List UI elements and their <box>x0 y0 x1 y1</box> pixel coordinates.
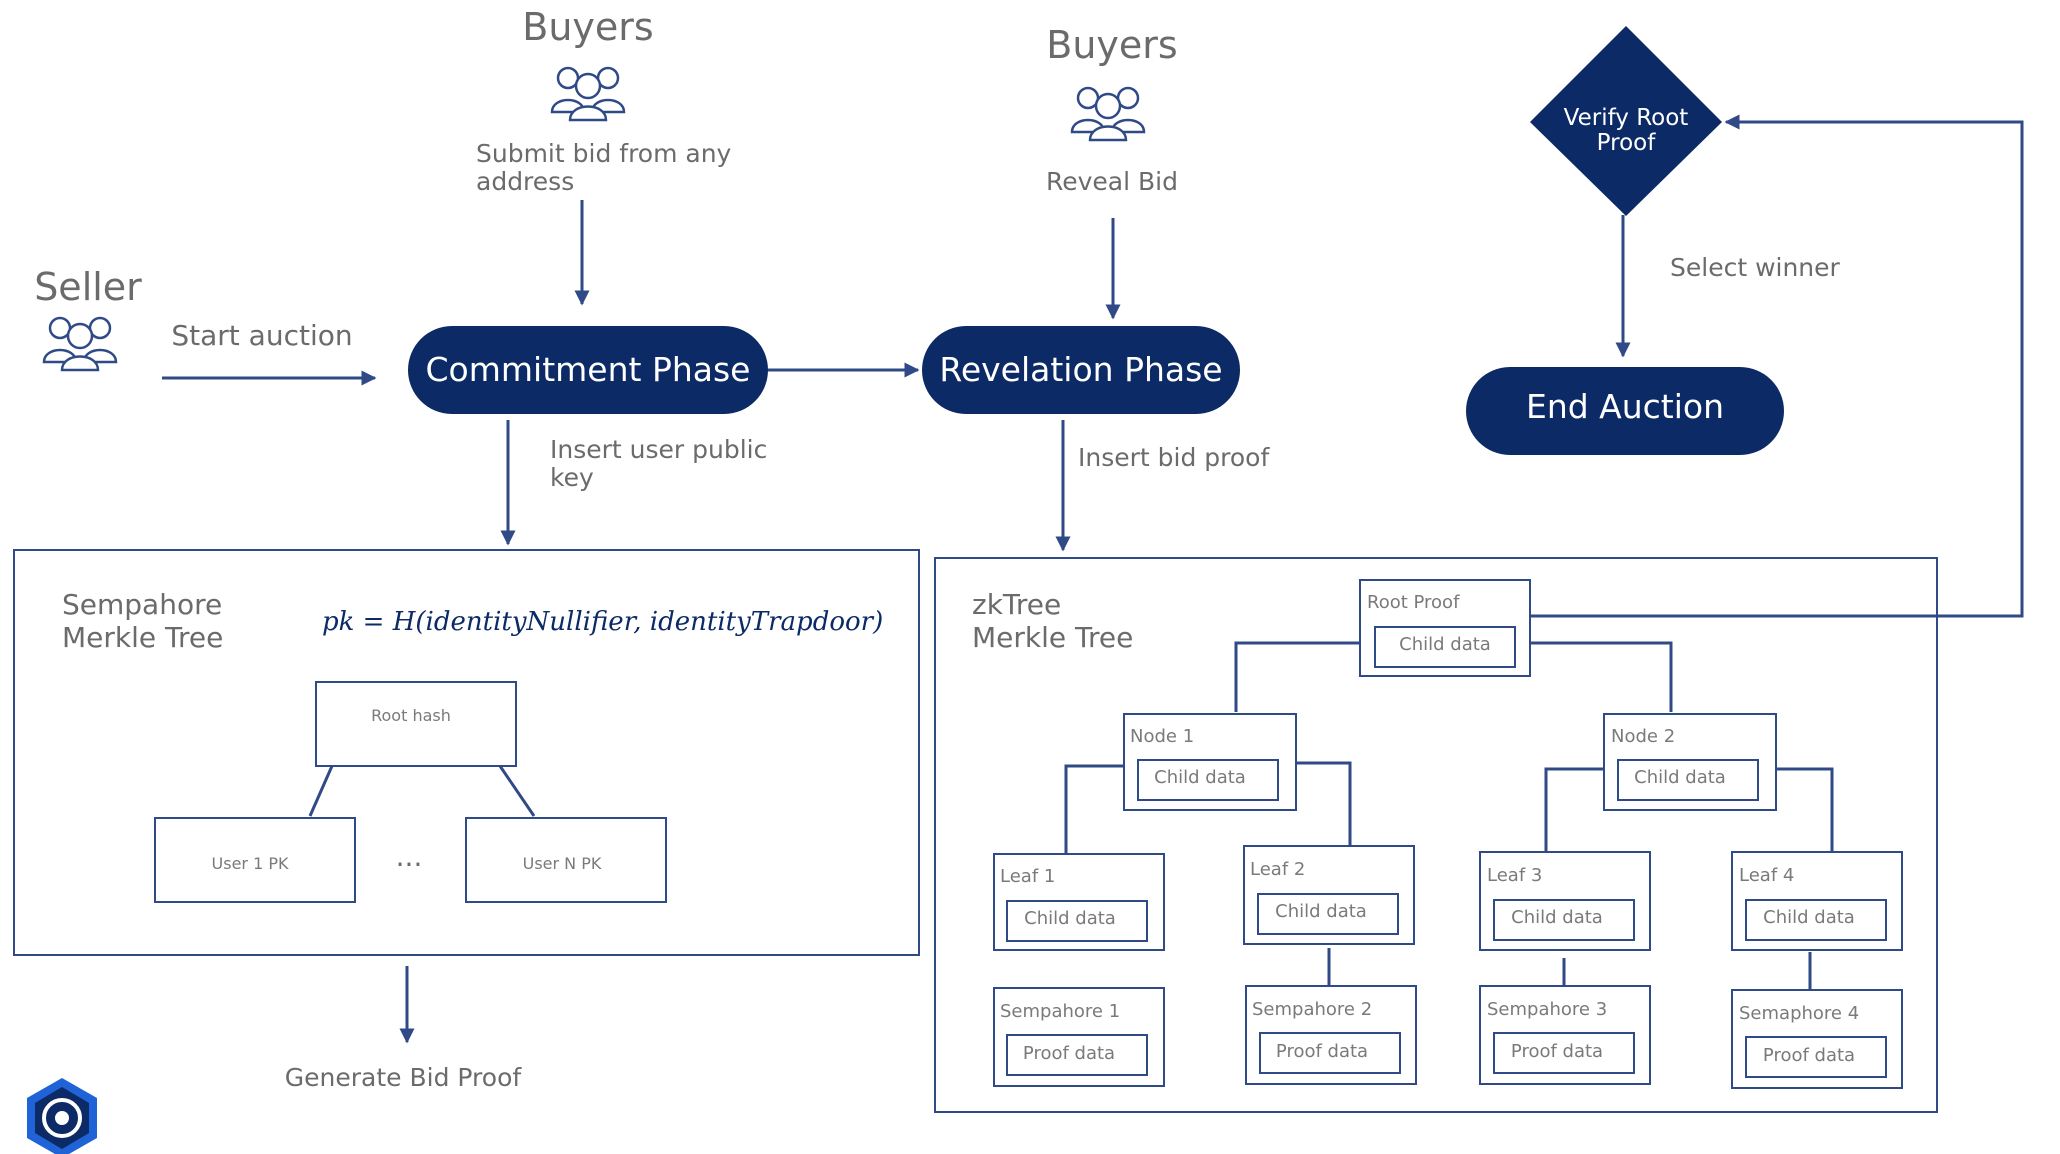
semaphore-tree-title-line2: Merkle Tree <box>62 621 223 654</box>
buyers-reveal-users-icon <box>1070 86 1146 142</box>
zk-leaf2-label: Leaf 2 <box>1250 859 1305 880</box>
zk-node1-label: Node 1 <box>1130 726 1194 747</box>
root-to-node1-edge <box>1234 641 1360 712</box>
zk-semaphore1: Sempahore 1 Proof data <box>993 987 1165 1087</box>
root-to-user1-edge <box>308 765 334 817</box>
start-auction-label: Start auction <box>171 319 352 352</box>
zk-semaphore3-label: Sempahore 3 <box>1487 999 1607 1020</box>
zk-leaf3-child-label: Child data <box>1511 907 1603 928</box>
commitment-phase-node: Commitment Phase <box>408 326 768 414</box>
zk-semaphore3: Sempahore 3 Proof data <box>1479 985 1651 1085</box>
zk-leaf2-child-label: Child data <box>1275 901 1367 922</box>
node2-to-leaf3-edge <box>1544 767 1604 852</box>
verify-root-proof-line1: Verify Root <box>1564 105 1689 131</box>
zk-leaf4-label: Leaf 4 <box>1739 865 1794 886</box>
zk-leaf3: Leaf 3 Child data <box>1479 851 1651 951</box>
node1-to-leaf1-edge <box>1064 764 1124 854</box>
end-auction-node: End Auction <box>1466 367 1784 455</box>
insert-bid-proof-label: Insert bid proof <box>1078 443 1270 472</box>
reveal-bid-label: Reveal Bid <box>1046 167 1178 196</box>
zk-semaphore1-proof-label: Proof data <box>1023 1043 1115 1064</box>
submit-bid-label-line1: Submit bid from any <box>476 139 732 168</box>
zk-node2-label: Node 2 <box>1611 726 1675 747</box>
root-hash-label: Root hash <box>371 706 451 725</box>
userN-pk-label: User N PK <box>523 854 602 873</box>
zk-root-child-label: Child data <box>1399 634 1491 655</box>
select-winner-label: Select winner <box>1670 253 1841 282</box>
submit-bid-label-line2: address <box>476 167 574 196</box>
zk-leaf1: Leaf 1 Child data <box>993 853 1165 951</box>
insert-pk-label-line1: Insert user public <box>550 435 767 464</box>
zk-semaphore2-label: Sempahore 2 <box>1252 999 1372 1020</box>
verify-root-proof-decision: Verify Root Proof <box>1530 26 1722 216</box>
node2-to-leaf4-edge <box>1774 767 1834 852</box>
zktree-title-line1: zkTree <box>972 588 1061 621</box>
zk-leaf3-label: Leaf 3 <box>1487 865 1542 886</box>
zk-semaphore4: Semaphore 4 Proof data <box>1731 989 1903 1089</box>
buyers-commit-users-icon <box>550 66 626 122</box>
zk-leaf4: Leaf 4 Child data <box>1731 851 1903 951</box>
zk-node1-child-label: Child data <box>1154 767 1246 788</box>
root-to-node2-edge <box>1530 641 1673 712</box>
zk-node2-child-label: Child data <box>1634 767 1726 788</box>
zk-root-proof-label: Root Proof <box>1367 592 1460 613</box>
zk-node2: Node 2 Child data <box>1603 713 1777 811</box>
node1-to-leaf2-edge <box>1296 761 1352 846</box>
zk-semaphore1-label: Sempahore 1 <box>1000 1001 1120 1022</box>
zk-leaf4-child-label: Child data <box>1763 907 1855 928</box>
zk-semaphore3-proof-label: Proof data <box>1511 1041 1603 1062</box>
zktree-title-line2: Merkle Tree <box>972 621 1133 654</box>
zk-semaphore4-label: Semaphore 4 <box>1739 1003 1859 1024</box>
verify-root-proof-line2: Proof <box>1597 130 1657 156</box>
user1-pk-box <box>154 817 356 903</box>
root-to-userN-edge <box>498 765 536 817</box>
seller-title: Seller <box>34 265 142 309</box>
userN-pk-box <box>465 817 667 903</box>
zk-semaphore4-proof-label: Proof data <box>1763 1045 1855 1066</box>
generate-bid-proof-label: Generate Bid Proof <box>285 1063 523 1092</box>
zk-leaf2: Leaf 2 Child data <box>1243 845 1415 945</box>
root-proof-to-verify-line <box>1530 114 2024 618</box>
revelation-phase-node: Revelation Phase <box>922 326 1240 414</box>
root-hash-box <box>315 681 517 767</box>
commitment-phase-label: Commitment Phase <box>426 350 751 389</box>
zk-leaf1-child-label: Child data <box>1024 908 1116 929</box>
identity-formula: pk = H(identityNullifier, identityTrapdo… <box>322 607 883 637</box>
buyers-reveal-title: Buyers <box>1046 23 1177 67</box>
revelation-phase-label: Revelation Phase <box>939 350 1222 389</box>
zk-root-proof-node: Root Proof Child data <box>1359 579 1531 677</box>
zk-leaf1-label: Leaf 1 <box>1000 866 1055 887</box>
user1-pk-label: User 1 PK <box>212 854 289 873</box>
semaphore-tree-title-line1: Sempahore <box>62 588 222 621</box>
buyers-commit-title: Buyers <box>522 5 653 49</box>
logo-icon <box>27 1078 97 1154</box>
users-ellipsis: ... <box>396 840 423 873</box>
zk-semaphore2-proof-label: Proof data <box>1276 1041 1368 1062</box>
insert-pk-label-line2: key <box>550 463 594 492</box>
zk-semaphore2: Sempahore 2 Proof data <box>1245 985 1417 1085</box>
end-auction-label: End Auction <box>1526 387 1724 426</box>
zk-node1: Node 1 Child data <box>1123 713 1297 811</box>
seller-users-icon <box>42 316 118 372</box>
